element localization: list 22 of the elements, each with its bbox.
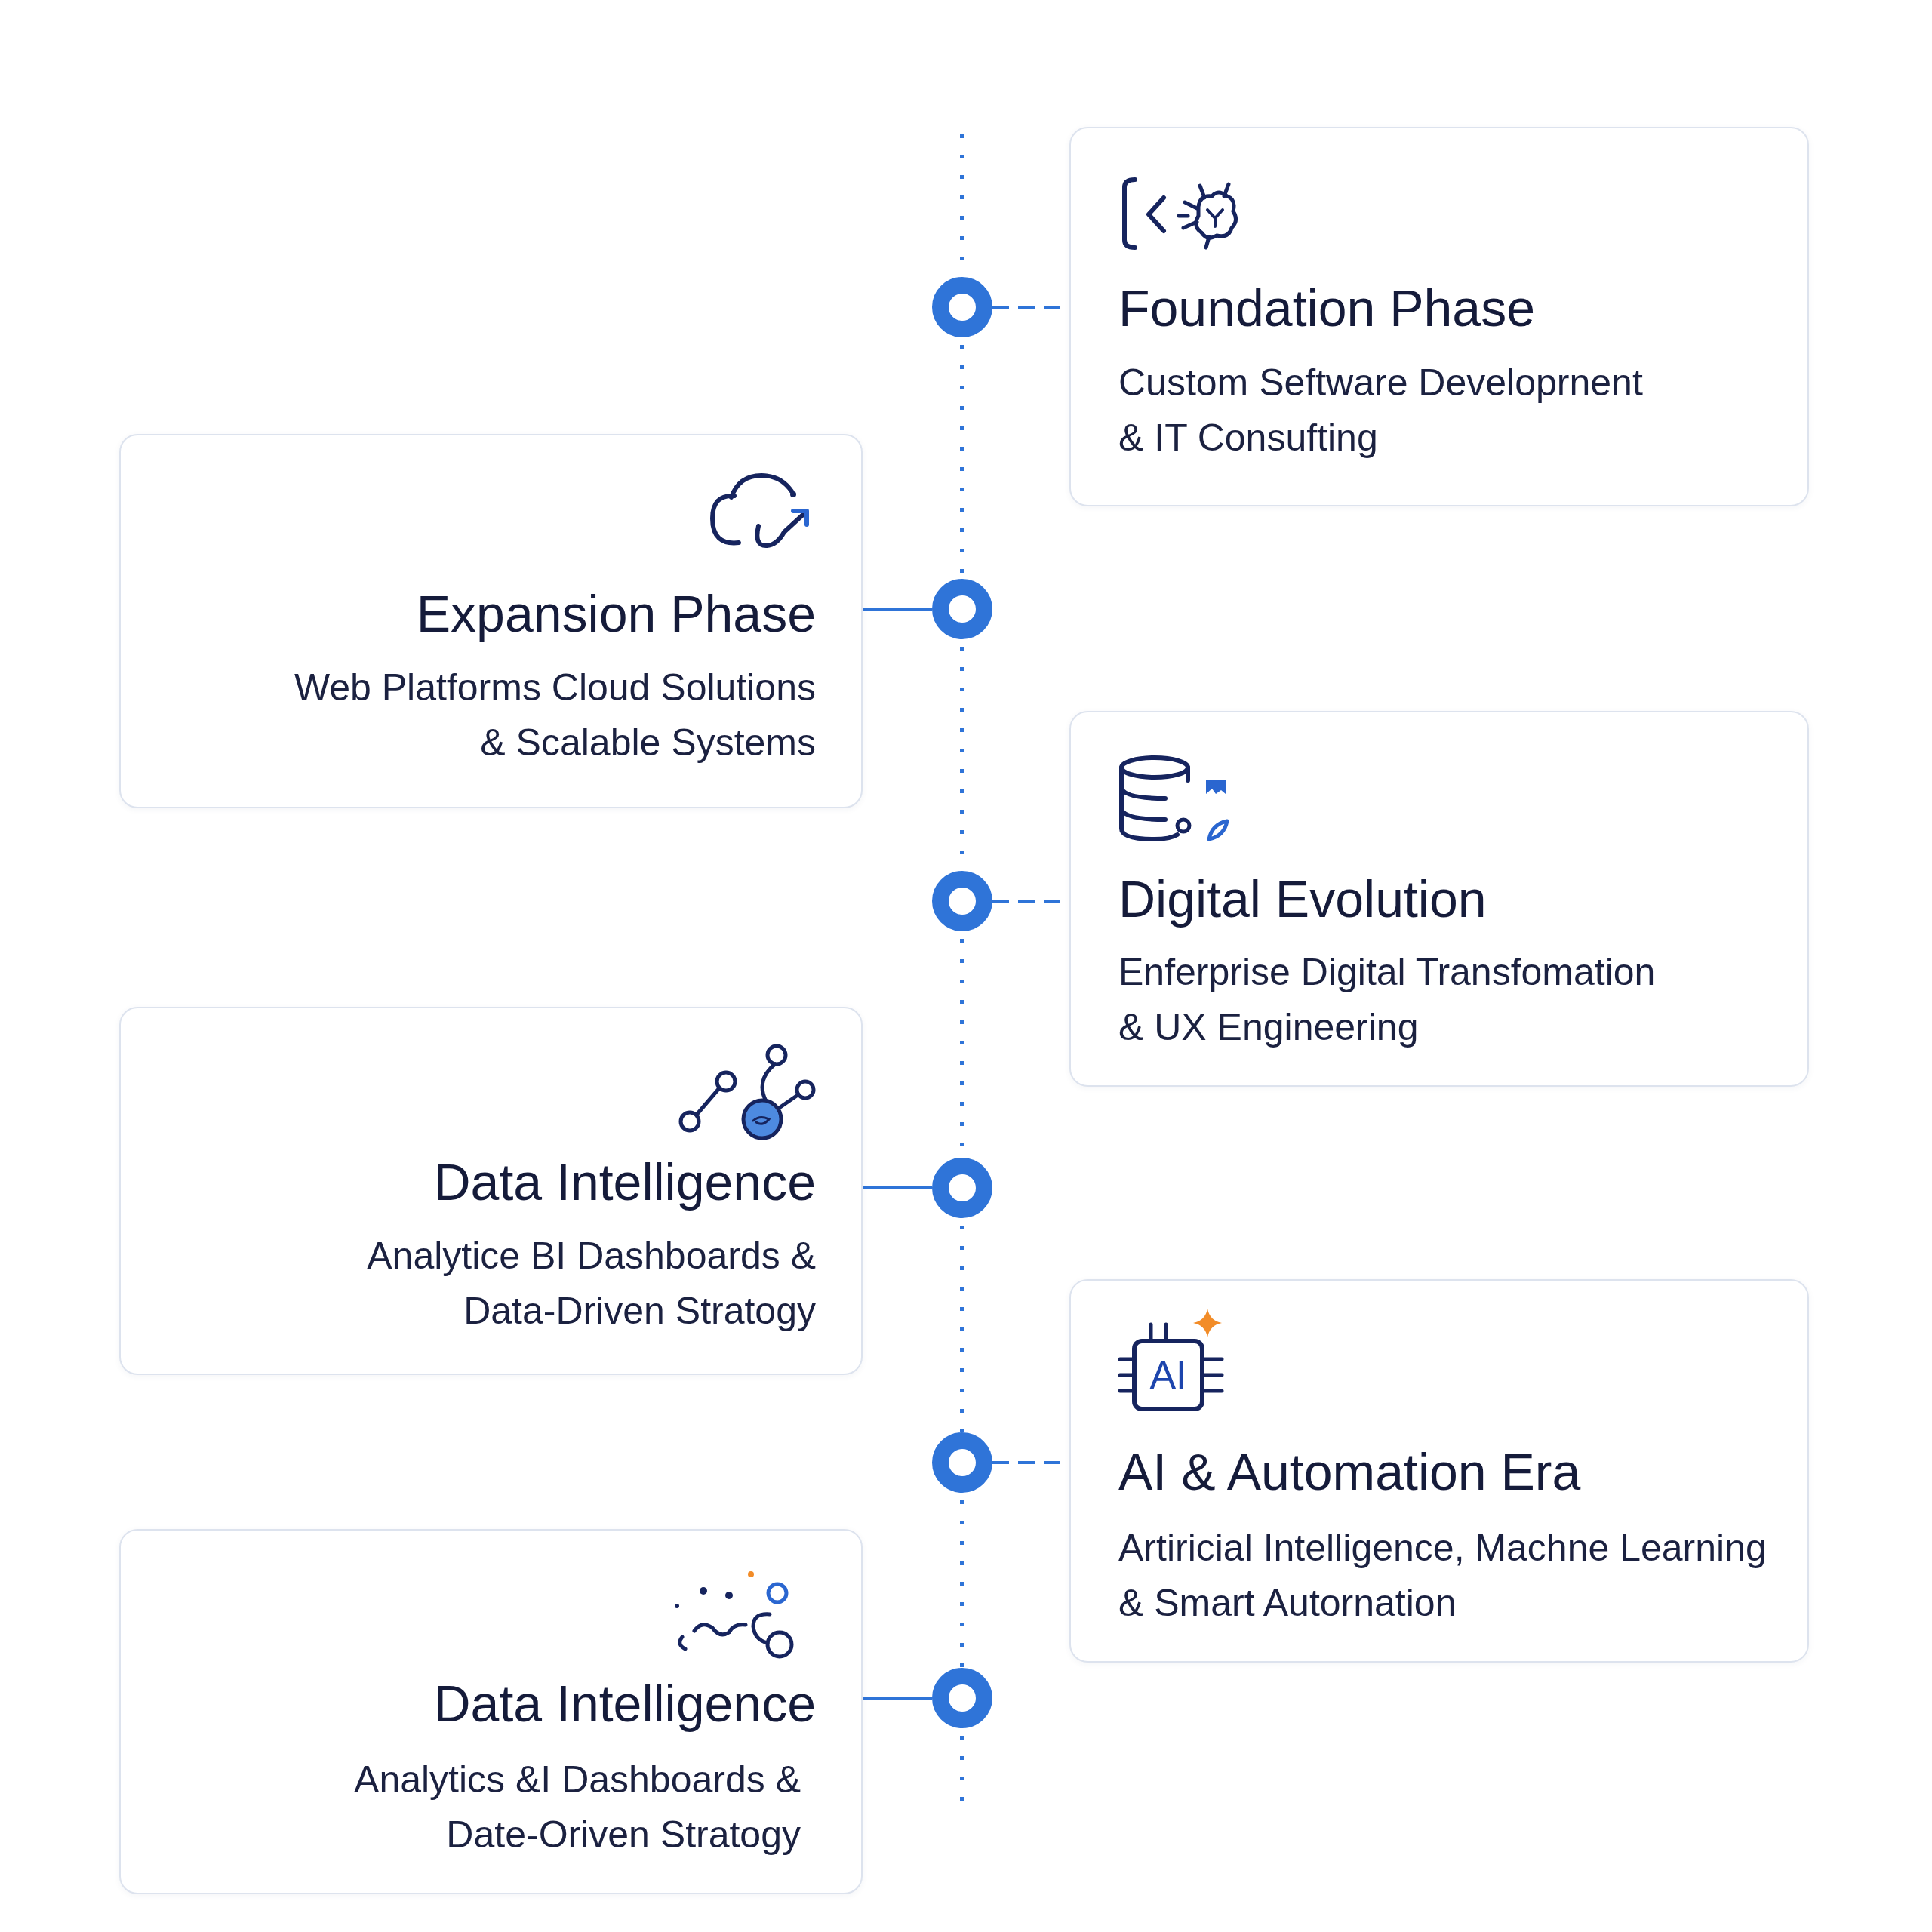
phase-card (1069, 127, 1809, 506)
connector-line (863, 1186, 932, 1189)
phase-card (1069, 1279, 1809, 1663)
phase-description: Artiricial Intelligence, Machne Learning & Smart Autornation (1118, 1526, 1767, 1626)
phase-card (119, 434, 863, 808)
phase-card (119, 1007, 863, 1375)
connector-line (863, 1697, 932, 1700)
phase-description: Custom Seftware Developrnent & IT Consufting (1118, 361, 1644, 460)
phase-title: Data Intelligence (433, 1152, 816, 1212)
chip-label: AI (1149, 1355, 1187, 1395)
phase-title: Expansion Phase (416, 584, 816, 644)
connector-line (863, 608, 932, 611)
phase-description: Web Platforms Cloud Solutions & Scalable Systems (293, 666, 816, 765)
phase-description: Enferprise Digital Transfomation & UX Engineering (1118, 950, 1657, 1050)
phase-description: Analytics &I Dashboards & Date-Oriven Stratogy (353, 1758, 801, 1857)
phase-description: Analytice BI Dashboards & Data-Driven Stratogy (366, 1234, 816, 1334)
phase-card (119, 1529, 863, 1894)
phase-title: AI & Automation Era (1118, 1442, 1581, 1502)
phase-title: Foundation Phase (1118, 278, 1535, 338)
phase-title: Digital Evolution (1118, 869, 1487, 929)
phase-title: Data Intelligence (433, 1674, 816, 1734)
phase-card (1069, 711, 1809, 1087)
